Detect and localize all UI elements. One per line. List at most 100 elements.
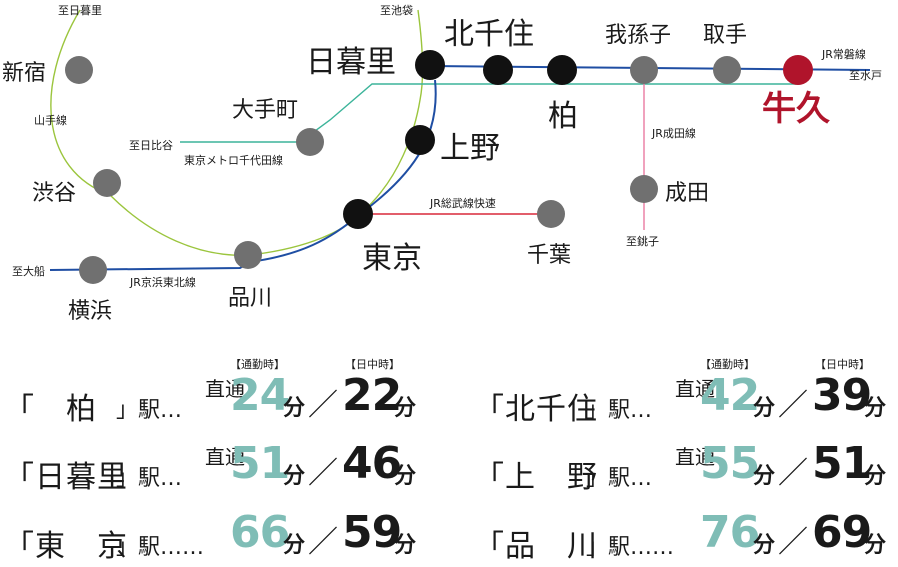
slash: ／	[308, 456, 338, 491]
day-minutes: 51	[812, 438, 872, 489]
rush-minute-unit: 分	[283, 464, 306, 489]
slash: ／	[778, 525, 808, 560]
station-suffix: 」駅…	[116, 466, 183, 491]
rush-minutes: 24	[230, 370, 290, 421]
rush-minute-unit: 分	[283, 533, 306, 558]
day-minute-unit: 分	[864, 464, 887, 489]
chiyoda-line	[180, 83, 800, 143]
station-name: 「上 野	[474, 460, 598, 495]
direct-label: 直通	[675, 445, 715, 469]
station-name: 「品 川	[474, 529, 598, 564]
station-otemachi[interactable]	[296, 128, 324, 156]
day-minutes: 46	[342, 438, 402, 489]
day-minute-unit: 分	[864, 396, 887, 421]
rush-minutes: 42	[700, 370, 760, 421]
label-toride: 取手	[703, 23, 747, 48]
day-minute-unit: 分	[394, 533, 417, 558]
label-shibuya: 渋谷	[32, 181, 76, 206]
joban-label: JR常磐線	[821, 47, 866, 61]
station-toride[interactable]	[713, 56, 741, 84]
label-tokyo: 東京	[362, 241, 422, 276]
label-ushiku: 牛久	[762, 89, 830, 129]
rush-minute-unit: 分	[753, 464, 776, 489]
station-ushiku[interactable]	[783, 55, 813, 85]
label-yokohama: 横浜	[68, 299, 112, 324]
sobu-label: JR総武線快速	[429, 196, 496, 210]
label-shinagawa: 品川	[228, 286, 272, 311]
direct-label: 直通	[205, 377, 245, 401]
label-narita: 成田	[665, 181, 709, 206]
day-minute-unit: 分	[864, 533, 887, 558]
rush-minutes: 66	[230, 507, 290, 558]
dir-ikebukuro-label: 至池袋	[380, 3, 413, 17]
label-ueno: 上野	[440, 131, 500, 166]
label-otemachi: 大手町	[232, 98, 298, 123]
chiyoda-label: 東京メトロ千代田線	[184, 153, 283, 167]
dir-choshi-label: 至銚子	[626, 234, 659, 248]
station-name: 「北千住	[474, 392, 598, 427]
slash: ／	[308, 388, 338, 423]
station-suffix: 」駅…	[586, 466, 653, 491]
station-nippori[interactable]	[415, 50, 445, 80]
dir-ofuna-label: 至大船	[12, 264, 45, 278]
label-kitasenju: 北千住	[444, 17, 534, 52]
station-chiba[interactable]	[537, 200, 565, 228]
dir-mito-label: 至水戸	[849, 69, 882, 82]
station-suffix: 」駅……	[586, 535, 675, 560]
dir-hibiya-label: 至日比谷	[129, 139, 173, 152]
rush-minute-unit: 分	[283, 396, 306, 421]
day-minutes: 59	[342, 507, 402, 558]
day-minutes: 39	[812, 370, 872, 421]
station-shinagawa[interactable]	[234, 241, 262, 269]
station-yokohama[interactable]	[79, 256, 107, 284]
station-suffix: 」駅……	[116, 535, 205, 560]
dir-nippori-label: 至日暮里	[58, 3, 102, 17]
yamanote-label: 山手線	[34, 113, 67, 127]
rush-minutes: 55	[700, 438, 760, 489]
station-kashiwa[interactable]	[547, 55, 577, 85]
route-map: 至日暮里 至池袋 山手線 至日比谷 東京メトロ千代田線 JR常磐線 至水戸 JR…	[2, 3, 882, 324]
station-suffix: 」駅…	[116, 398, 183, 423]
direct-label: 直通	[205, 445, 245, 469]
direct-label: 直通	[675, 377, 715, 401]
label-nippori: 日暮里	[306, 45, 396, 80]
slash: ／	[308, 525, 338, 560]
rush-minutes: 51	[230, 438, 290, 489]
station-name: 「 柏	[4, 392, 128, 427]
slash: ／	[778, 388, 808, 423]
day-minute-unit: 分	[394, 396, 417, 421]
rush-minute-unit: 分	[753, 533, 776, 558]
label-shinjuku: 新宿	[2, 61, 46, 86]
day-minute-unit: 分	[394, 464, 417, 489]
station-tokyo[interactable]	[343, 199, 373, 229]
station-name: 「東 京	[4, 529, 128, 564]
rush-header: 【通勤時】	[230, 358, 285, 371]
station-narita[interactable]	[630, 175, 658, 203]
label-chiba: 千葉	[527, 243, 571, 268]
label-abiko: 我孫子	[605, 23, 671, 48]
rush-minute-unit: 分	[753, 396, 776, 421]
day-header: 【日中時】	[815, 358, 870, 371]
day-minutes: 69	[812, 507, 872, 558]
keihin-label: JR京浜東北線	[129, 275, 196, 289]
yamanote-line	[50, 9, 424, 256]
station-shibuya[interactable]	[93, 169, 121, 197]
station-suffix: 」駅…	[586, 398, 653, 423]
rush-header: 【通勤時】	[700, 358, 755, 371]
slash: ／	[778, 456, 808, 491]
station-abiko[interactable]	[630, 56, 658, 84]
label-kashiwa: 柏	[548, 99, 578, 134]
station-shinjuku[interactable]	[65, 56, 93, 84]
station-kitasenju[interactable]	[483, 55, 513, 85]
station-name: 「日暮里	[4, 460, 128, 495]
station-ueno[interactable]	[405, 125, 435, 155]
rush-minutes: 76	[700, 507, 760, 558]
day-header: 【日中時】	[345, 358, 400, 371]
day-minutes: 22	[342, 370, 402, 421]
